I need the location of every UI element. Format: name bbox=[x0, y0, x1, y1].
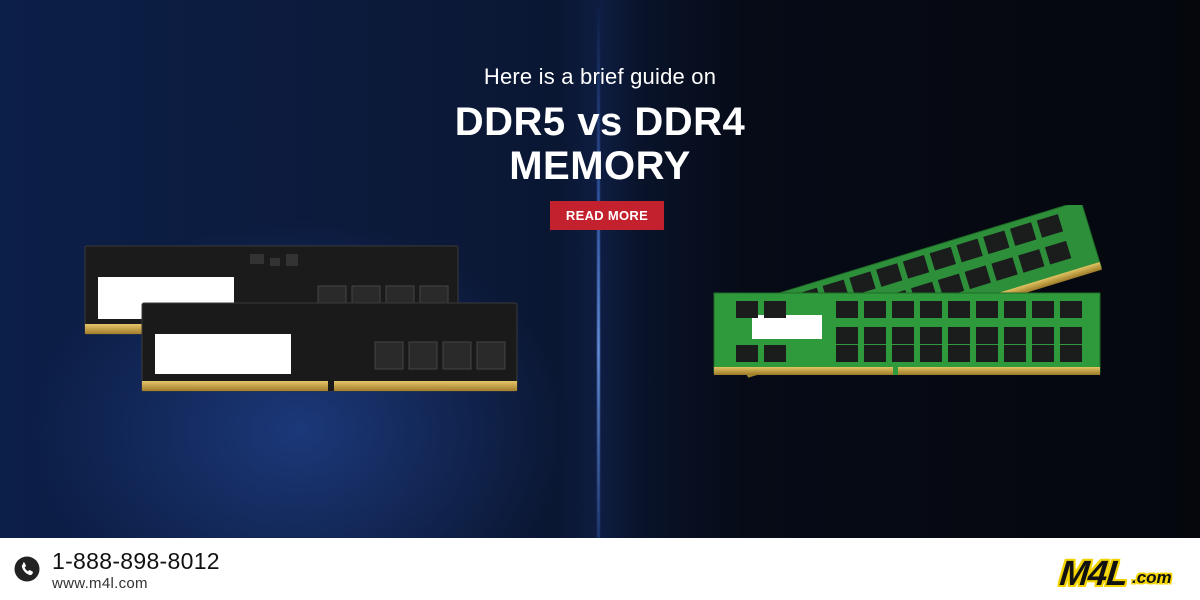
center-divider-light bbox=[597, 0, 600, 538]
read-more-button[interactable]: READ MORE bbox=[550, 201, 664, 230]
phone-icon bbox=[14, 556, 40, 582]
headline-line-2: MEMORY bbox=[509, 144, 691, 188]
headline: DDR5 vs DDR4 MEMORY bbox=[0, 100, 1200, 188]
m4l-logo[interactable]: M4L .com bbox=[1056, 544, 1186, 596]
headline-line-1: DDR5 vs DDR4 bbox=[454, 100, 746, 144]
logo-suffix: .com bbox=[1132, 568, 1172, 587]
intro-text: Here is a brief guide on bbox=[483, 64, 717, 89]
ddr4-modules-image bbox=[713, 205, 1103, 378]
ddr5-module-front bbox=[141, 302, 518, 392]
divider-glow bbox=[560, 0, 640, 538]
contact-footer: 1-888-898-8012 www.m4l.com M4L .com bbox=[0, 538, 1200, 600]
website-link[interactable]: www.m4l.com bbox=[52, 575, 148, 592]
ddr4-module-front bbox=[713, 292, 1101, 375]
ddr5-modules-image bbox=[84, 245, 518, 392]
hero-section: Here is a brief guide on DDR5 vs DDR4 ME… bbox=[0, 0, 1200, 538]
logo-brand: M4L bbox=[1058, 554, 1130, 593]
phone-number[interactable]: 1-888-898-8012 bbox=[52, 548, 220, 574]
